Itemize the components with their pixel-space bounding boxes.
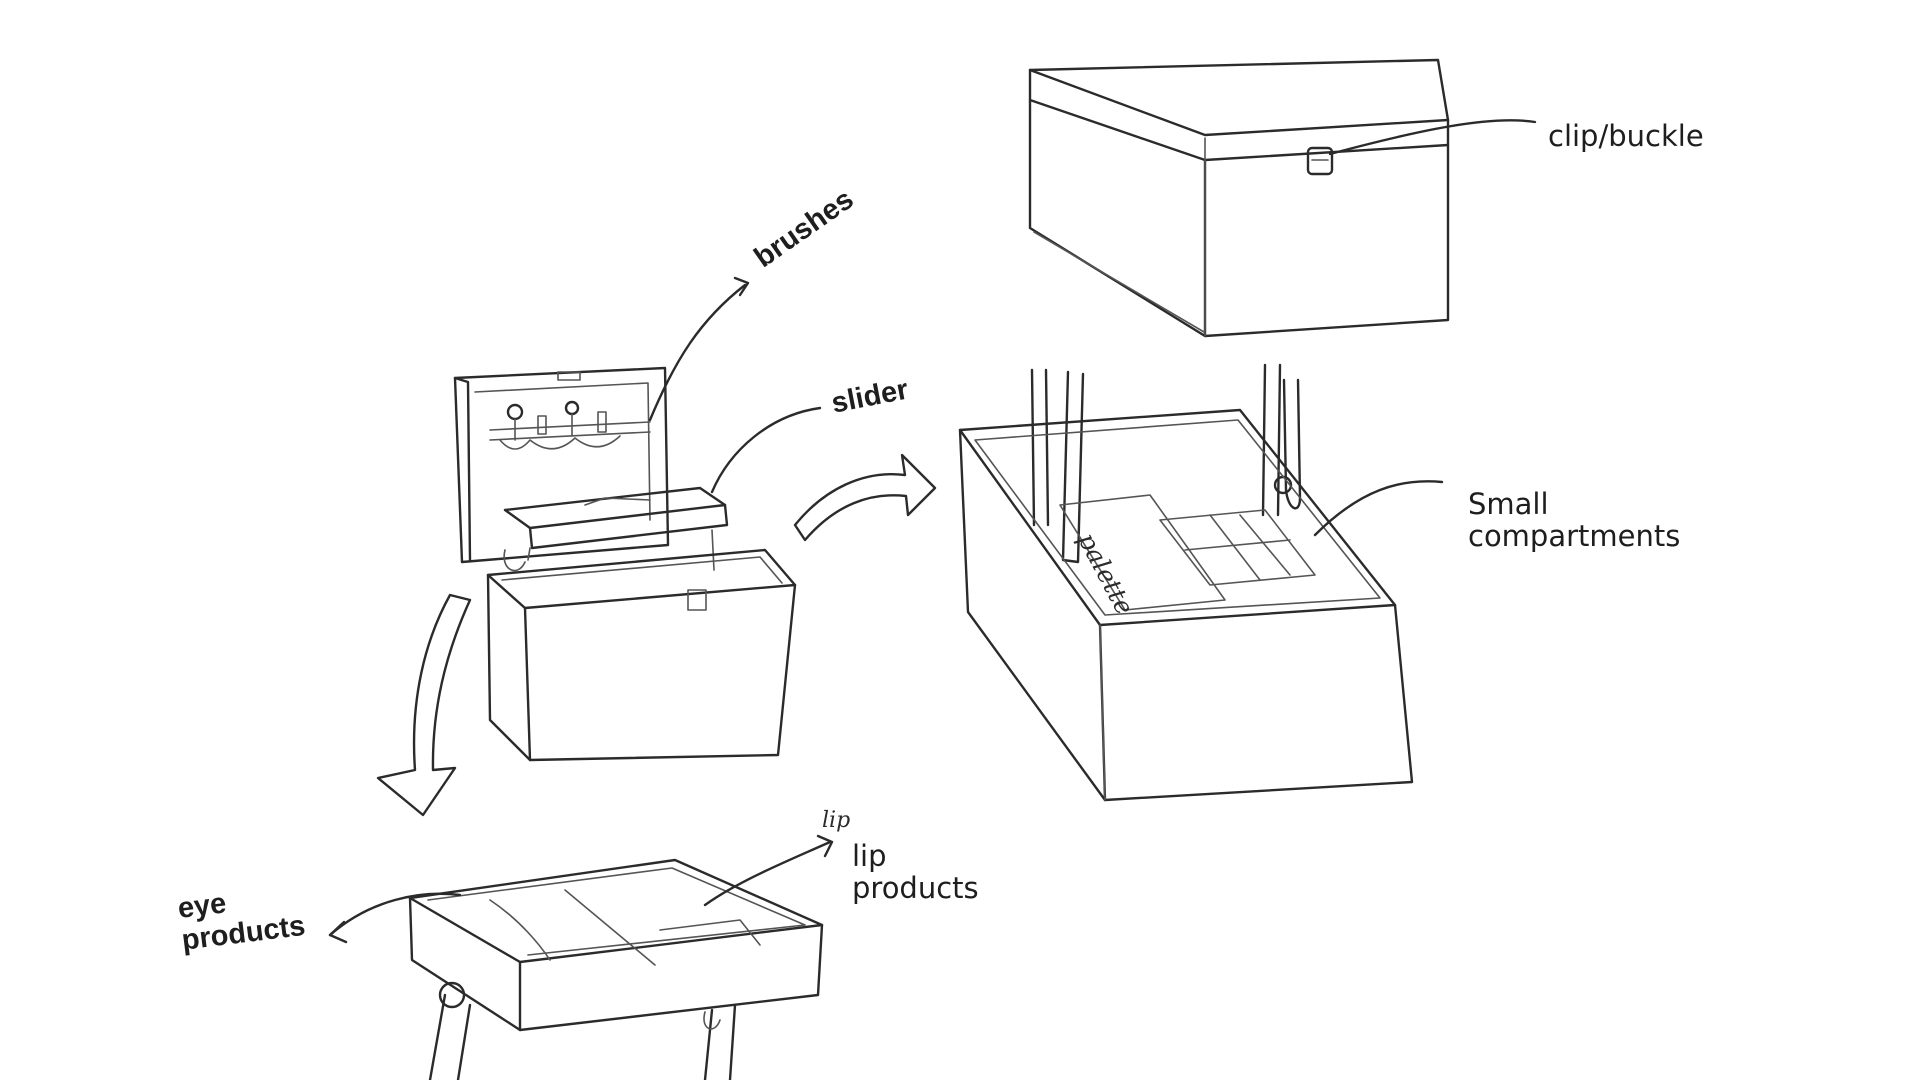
brush-icon — [564, 400, 580, 416]
clip-buckle-leader-line — [1328, 119, 1537, 156]
label-small-compartments-line1: Small — [1468, 487, 1549, 521]
open-case-drawing — [453, 276, 822, 762]
lip-products-leader-line — [703, 840, 832, 907]
brush-icon — [597, 411, 607, 433]
label-small-compartments-line2: compartments — [1468, 519, 1681, 554]
brush-icon — [506, 403, 524, 421]
label-lip-products-line2: products — [852, 871, 979, 906]
clip-buckle-icon — [1306, 146, 1334, 176]
label-small-compartments: Small compartments — [1468, 488, 1680, 553]
brush-icon — [537, 415, 547, 435]
slider-tray-detail-drawing — [328, 834, 834, 1080]
down-arrow-icon — [376, 593, 472, 817]
label-clip-buckle: clip/buckle — [1548, 119, 1704, 153]
open-box-with-handles-drawing — [958, 363, 1444, 802]
tray-pivot-icon — [438, 981, 466, 1009]
small-compartments-leader-line — [1313, 480, 1444, 537]
closed-box-drawing — [1028, 58, 1537, 338]
eye-products-leader-line — [328, 892, 462, 937]
lip-handwritten-scribble: lip — [822, 808, 851, 833]
label-eye-products-line1: eye — [176, 887, 228, 926]
transition-arrow-icon — [793, 453, 937, 542]
label-lip-products-line1: lip — [852, 839, 887, 873]
label-lip-products: lip products — [852, 840, 979, 905]
brushes-leader-line — [648, 283, 747, 422]
case-latch-icon — [687, 589, 707, 611]
slider-leader-line — [710, 406, 822, 494]
